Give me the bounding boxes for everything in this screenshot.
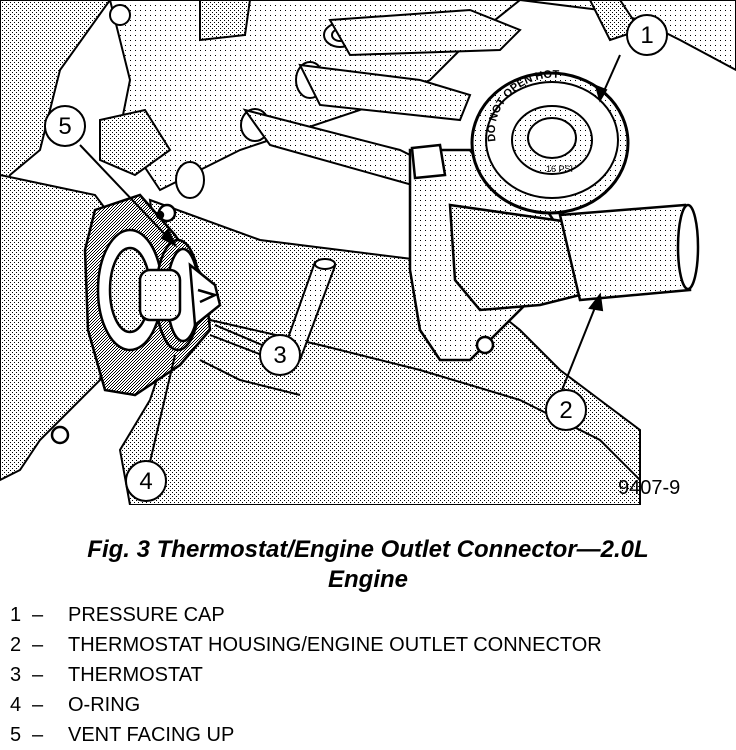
figure-code: 9407-9 [618,477,680,499]
figure-caption-line2: Engine [327,566,408,593]
callout-numbers: 1 2 3 4 5 [58,22,653,495]
legend-number: 1 [10,604,22,626]
engine-illustration: DO NOT OPEN HOT 16 PSI 1 2 3 4 5 9407-9 [0,0,736,505]
pressure-cap: DO NOT OPEN HOT 16 PSI [470,69,630,215]
callout-3-circle [259,334,301,376]
callouts [44,14,668,502]
legend-label: O-RING [68,694,141,716]
callout-2-leader [559,294,601,396]
legend-label: THERMOSTAT [68,664,203,686]
callout-4-circle [125,460,167,502]
legend: 1 – PRESSURE CAP 2 – THERMOSTAT HOUSING/… [10,600,730,750]
legend-dash: – [32,664,44,686]
legend-number: 3 [10,664,22,686]
legend-label: PRESSURE CAP [68,604,225,626]
callout-2-circle [545,389,587,431]
callout-3-leader-a [214,324,263,346]
legend-dash: – [32,634,44,656]
callout-1-circle [626,14,668,56]
callout-5-circle [44,105,86,147]
callout-2-number: 2 [559,397,572,424]
legend-dash: – [32,694,44,716]
callout-1-arrow [594,84,608,103]
legend-label: VENT FACING UP [68,724,235,746]
callout-3-leader-b [209,334,263,356]
legend-number: 2 [10,634,22,656]
legend-number: 4 [10,694,22,716]
callout-1-number: 1 [640,22,653,49]
thermostat [138,238,222,352]
callout-2-arrow [588,292,604,312]
legend-dash: – [32,724,44,746]
callout-5-arrow [160,228,178,248]
upper-fittings [109,4,522,199]
cap-psi-text: 16 PSI [546,164,573,174]
callout-4-leader [149,354,176,463]
legend-item: 3 – THERMOSTAT [10,660,730,690]
callout-5-leader [79,144,176,246]
figure-caption-line1: Fig. 3 Thermostat/Engine Outlet Connecto… [87,536,649,563]
legend-item: 2 – THERMOSTAT HOUSING/ENGINE OUTLET CON… [10,630,730,660]
callout-5-number: 5 [58,113,71,140]
legend-number: 5 [10,724,22,746]
legend-dash: – [32,604,44,626]
legend-item: 5 – VENT FACING UP [10,720,730,750]
callout-3-number: 3 [273,342,286,369]
legend-item: 1 – PRESSURE CAP [10,600,730,630]
legend-label: THERMOSTAT HOUSING/ENGINE OUTLET CONNECT… [68,634,602,656]
callout-4-number: 4 [139,468,152,495]
legend-item: 4 – O-RING [10,690,730,720]
